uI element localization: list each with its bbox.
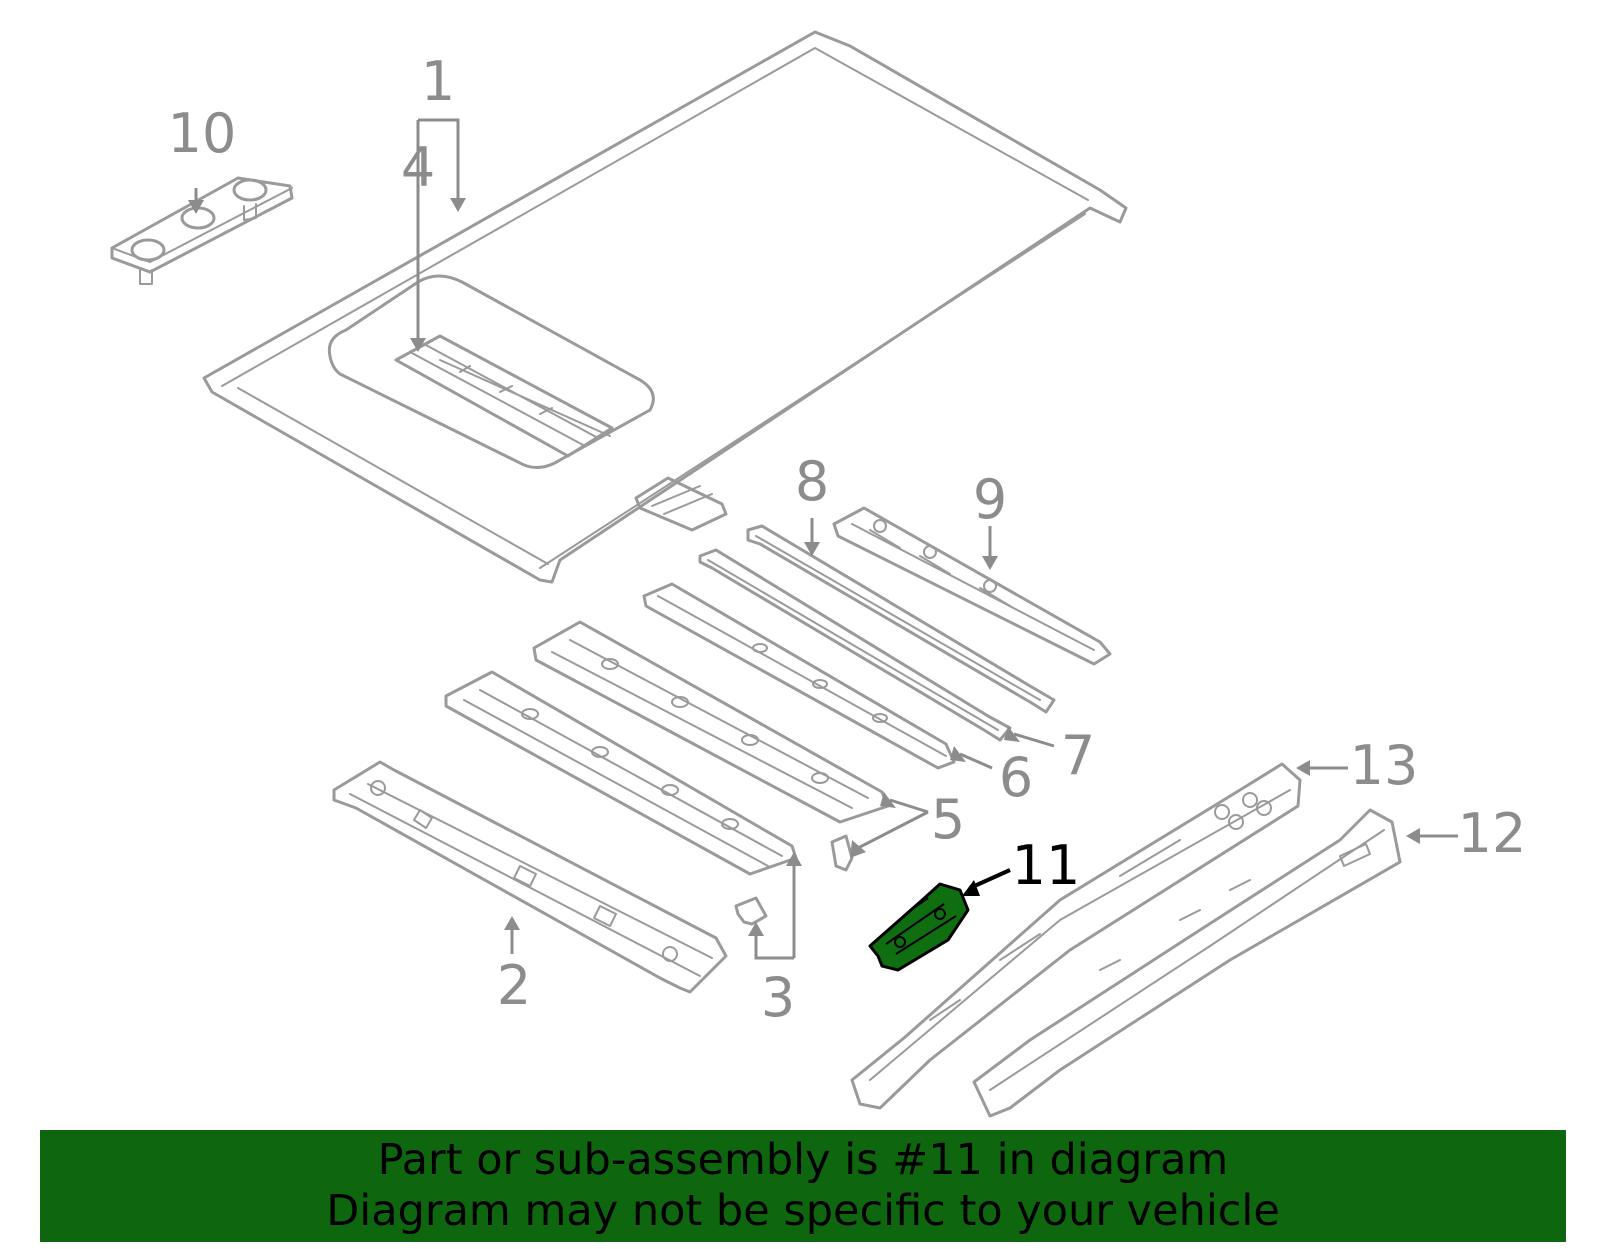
arrowhead-12: [1406, 828, 1420, 844]
callout-10: 10: [168, 102, 237, 165]
clip-5: [830, 834, 854, 872]
arrowhead-3a: [786, 852, 802, 866]
callout-labels: 1 2 3 4 5 6 7 8 9 10 11 12 13: [168, 50, 1527, 1029]
arrowhead-10: [188, 200, 204, 214]
part-13-side-rail-inner: [850, 762, 1302, 1110]
leader-lines: [194, 118, 1458, 960]
part-8-roof-bow: [746, 524, 1056, 714]
part-5-roof-bow: [532, 620, 890, 824]
callout-1: 1: [421, 50, 455, 113]
arrowhead-8: [804, 542, 820, 556]
callout-9: 9: [973, 468, 1007, 531]
part-1-roof-panel: [202, 30, 1128, 584]
arrowhead-4: [410, 338, 426, 352]
arrowhead-11: [962, 880, 980, 896]
part-6-roof-bow: [642, 582, 956, 770]
callout-12: 12: [1458, 802, 1527, 865]
banner-line-disclaimer: Diagram may not be specific to your vehi…: [326, 1186, 1280, 1236]
callout-5: 5: [931, 788, 965, 851]
arrowhead-2: [504, 916, 520, 930]
part-10-bracket: [110, 176, 294, 285]
arrowhead-5a: [880, 792, 896, 808]
arrowhead-3b: [748, 922, 764, 936]
part-12-side-rail-outer: [972, 808, 1402, 1118]
arrowhead-7: [1004, 726, 1020, 742]
leader-arrowheads: [188, 198, 1420, 936]
callout-4: 4: [401, 136, 435, 199]
banner-line-part-number: Part or sub-assembly is #11 in diagram: [377, 1135, 1229, 1185]
callout-6: 6: [999, 746, 1033, 809]
arrowhead-13: [1296, 760, 1310, 776]
arrowhead-9: [982, 556, 998, 570]
callout-8: 8: [795, 450, 829, 513]
callout-2: 2: [497, 954, 531, 1017]
part-7-roof-bow: [698, 548, 1012, 742]
part-9-reinforcement: [832, 506, 1112, 666]
callout-11: 11: [1012, 834, 1081, 897]
callout-7: 7: [1061, 724, 1095, 787]
part-2-cowl: [332, 760, 728, 994]
roof-center-clip: [634, 476, 728, 532]
arrowhead-1: [450, 198, 466, 212]
clip-3: [734, 896, 768, 926]
part-3-header: [444, 670, 798, 876]
callout-3: 3: [761, 966, 795, 1029]
info-banner: Part or sub-assembly is #11 in diagram D…: [40, 1130, 1566, 1242]
arrowhead-6: [950, 746, 966, 762]
callout-13: 13: [1350, 734, 1419, 797]
part-11-bracket-highlighted: [868, 882, 970, 972]
part-4-sunroof-frame: [394, 334, 614, 458]
arrowhead-5b: [850, 840, 866, 858]
